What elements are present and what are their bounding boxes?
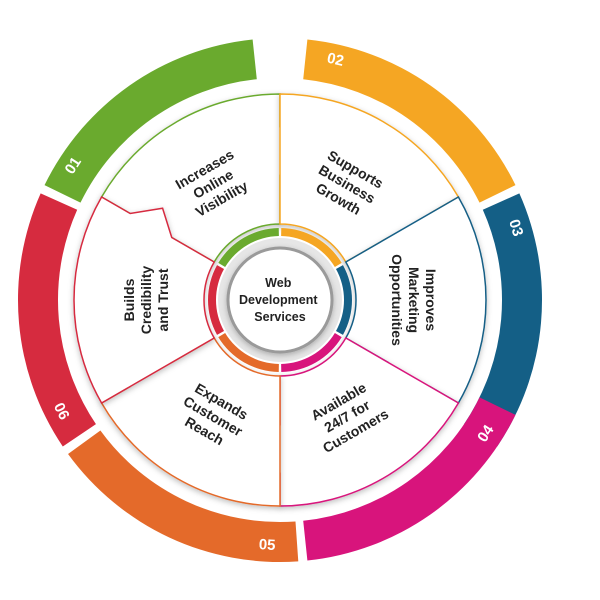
- segment-band-06: [17, 193, 96, 447]
- segment-number-01: 01: [62, 154, 85, 177]
- segment-label-03: ImprovesMarketingOpportunities: [389, 254, 439, 346]
- segment-band-02: [303, 39, 516, 203]
- segment-band-01: [44, 39, 257, 203]
- segment-number-03: 03: [505, 217, 526, 238]
- inner-ring-06: [208, 265, 225, 335]
- segment-panel-04: [258, 336, 460, 507]
- segment-panel-05: [100, 336, 281, 507]
- segment-panel-02: [279, 93, 460, 264]
- inner-ring-04: [281, 332, 342, 372]
- segment-band-05: [68, 430, 299, 562]
- segment-label-06-line-1: Builds: [121, 278, 137, 321]
- inner-ring-02: [281, 228, 342, 268]
- segment-panel-03: [344, 195, 487, 405]
- inner-ring-05: [218, 332, 279, 372]
- center-line-1: Web: [265, 276, 292, 290]
- inner-ring-03: [335, 265, 352, 335]
- center-line-3: Services: [254, 310, 305, 324]
- segment-label-03-line-2: Marketing: [406, 267, 422, 333]
- center-circle: [226, 246, 334, 354]
- segment-label-06-line-2: Credibility: [138, 266, 154, 335]
- center-title: Web Development Services: [239, 276, 321, 324]
- center-line-2: Development: [239, 293, 318, 307]
- segment-label-06: BuildsCredibilityand Trust: [121, 266, 171, 335]
- segment-band-03: [464, 193, 543, 447]
- segment-label-03-line-3: Opportunities: [389, 254, 405, 346]
- segment-band-04: [303, 397, 516, 561]
- segment-panel-06: [73, 195, 216, 405]
- segment-number-06: 06: [50, 400, 73, 423]
- segment-label-06-line-3: and Trust: [155, 268, 171, 331]
- segment-number-05: 05: [258, 536, 276, 554]
- segment-label-03-line-1: Improves: [423, 269, 439, 331]
- inner-ring-01: [218, 228, 279, 268]
- segment-number-02: 02: [325, 50, 345, 70]
